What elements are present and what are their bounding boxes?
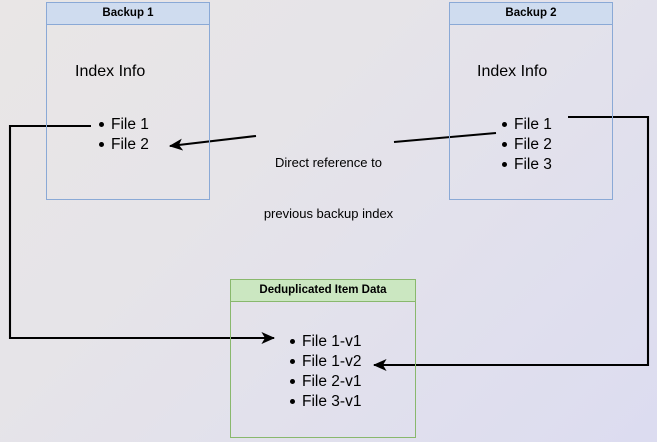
list-item: File 1-v1 bbox=[290, 332, 362, 352]
list-item: File 1-v2 bbox=[290, 352, 362, 372]
node-backup-1-body: Index Info File 1 File 2 bbox=[47, 25, 209, 199]
node-deduplicated-item-data-header: Deduplicated Item Data bbox=[231, 280, 415, 302]
bullet-icon bbox=[502, 142, 507, 147]
list-item-label: File 3 bbox=[514, 156, 552, 173]
bullet-icon bbox=[290, 359, 295, 364]
list-item-label: File 1 bbox=[111, 116, 149, 133]
list-item-label: File 2 bbox=[111, 136, 149, 153]
bullet-icon bbox=[502, 162, 507, 167]
list-item: File 3-v1 bbox=[290, 392, 362, 412]
node-backup-1[interactable]: Backup 1 Index Info File 1 File 2 bbox=[46, 2, 210, 200]
list-item: File 2-v1 bbox=[290, 372, 362, 392]
node-backup-2[interactable]: Backup 2 Index Info File 1 File 2 File 3 bbox=[449, 2, 613, 200]
node-backup-1-header: Backup 1 bbox=[47, 3, 209, 25]
bullet-icon bbox=[99, 142, 104, 147]
edge-label-line-1: Direct reference to bbox=[275, 155, 382, 170]
node-backup-2-file-list: File 1 File 2 File 3 bbox=[498, 115, 552, 175]
list-item: File 1 bbox=[99, 115, 149, 135]
list-item-label: File 1 bbox=[514, 116, 552, 133]
edge-label-line-2: previous backup index bbox=[263, 206, 394, 221]
bullet-icon bbox=[99, 122, 104, 127]
list-item-label: File 3-v1 bbox=[302, 393, 362, 410]
bullet-icon bbox=[290, 339, 295, 344]
list-item: File 1 bbox=[502, 115, 552, 135]
bullet-icon bbox=[502, 122, 507, 127]
list-item-label: File 2-v1 bbox=[302, 373, 362, 390]
node-deduplicated-item-data-file-list: File 1-v1 File 1-v2 File 2-v1 File 3-v1 bbox=[286, 332, 361, 412]
node-deduplicated-item-data[interactable]: Deduplicated Item Data File 1-v1 File 1-… bbox=[230, 279, 416, 438]
list-item: File 3 bbox=[502, 155, 552, 175]
node-backup-1-file-list: File 1 File 2 bbox=[95, 115, 149, 155]
bullet-icon bbox=[290, 379, 295, 384]
edge-label-direct-reference: Direct reference to previous backup inde… bbox=[251, 120, 406, 256]
node-deduplicated-item-data-body: File 1-v1 File 1-v2 File 2-v1 File 3-v1 bbox=[231, 302, 415, 437]
bullet-icon bbox=[290, 399, 295, 404]
list-item-label: File 2 bbox=[514, 136, 552, 153]
list-item: File 2 bbox=[99, 135, 149, 155]
node-backup-1-index-info-label: Index Info bbox=[75, 63, 146, 80]
list-item: File 2 bbox=[502, 135, 552, 155]
node-backup-2-header: Backup 2 bbox=[450, 3, 612, 25]
node-backup-2-body: Index Info File 1 File 2 File 3 bbox=[450, 25, 612, 199]
list-item-label: File 1-v2 bbox=[302, 353, 362, 370]
node-backup-2-index-info-label: Index Info bbox=[477, 63, 548, 80]
list-item-label: File 1-v1 bbox=[302, 333, 362, 350]
